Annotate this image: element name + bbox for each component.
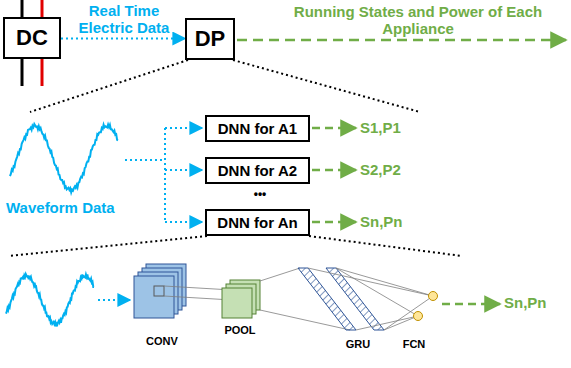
text-label: S1,P1 [360, 120, 430, 137]
zoom-line [309, 236, 462, 256]
text-label: Waveform Data [6, 200, 136, 217]
conv-layer [134, 264, 186, 318]
fcn-neuron [414, 312, 423, 321]
input-arrow [98, 299, 130, 301]
text-label: Sn,Pn [504, 295, 568, 312]
box-text: DNN for A1 [218, 120, 297, 137]
fan-out [125, 128, 202, 222]
text-label: ••• [240, 188, 280, 201]
waveform [10, 124, 118, 192]
fcn-lines [308, 268, 433, 330]
process-box: DNN for An [205, 209, 310, 236]
text-label: S2,P2 [360, 162, 430, 179]
box-text: DNN for An [217, 214, 297, 231]
process-box: DNN for A2 [205, 157, 310, 184]
waveform [6, 274, 94, 326]
box-text: DC [16, 25, 48, 51]
zoom-line [8, 236, 207, 256]
process-box: DC [3, 17, 61, 59]
box-text: DP [195, 26, 226, 52]
text-label: FCN [394, 338, 434, 350]
text-label: Running States and Power of Each Applian… [268, 4, 568, 37]
output-arrow [237, 39, 566, 42]
process-box: DP [185, 18, 235, 60]
text-label: CONV [134, 335, 190, 347]
zoom-line [30, 60, 188, 112]
dnn-output [312, 128, 356, 222]
output-arrow [442, 303, 500, 306]
gru-layer [298, 268, 384, 330]
process-box: DNN for A1 [205, 115, 310, 142]
text-label: GRU [338, 338, 378, 350]
edge-label: Real Time Electric Data [66, 3, 182, 36]
zoom-line [233, 60, 420, 112]
data-arrow [61, 38, 185, 40]
text-label: Sn,Pn [360, 214, 430, 231]
text-label: POOL [214, 324, 266, 336]
fcn-neuron [429, 292, 438, 301]
box-text: DNN for A2 [218, 162, 297, 179]
pool-layer [222, 280, 260, 318]
